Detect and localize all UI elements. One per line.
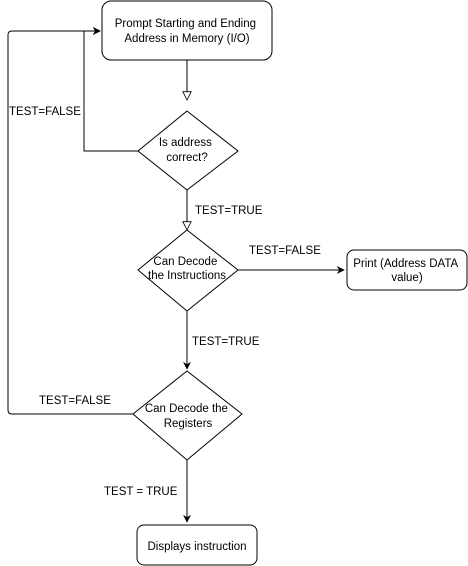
is-address-label-line-1: Is address [159,137,212,149]
print-label-line-2: value) [391,272,422,284]
edge-label-instructions-true: TEST=TRUE [192,336,260,348]
print-box [346,249,468,291]
decode-instructions-label-line-1: Can Decode [153,256,217,268]
edge-label-address-false: TEST=FALSE [9,106,81,118]
decode-registers-diamond [132,370,243,461]
prompt-box [101,0,273,61]
prompt-label-line-2: Address in Memory (I/O) [124,33,249,45]
decode-instructions-label-line-2: the Instructions [148,270,226,282]
decode-registers-label: Can Decode the Registers [145,403,231,430]
decode-instructions-diamond [137,229,239,312]
edge-label-instructions-false: TEST=FALSE [249,245,321,257]
is-address-label-line-2: correct? [166,152,208,164]
decode-registers-label-line-1: Can Decode the [145,403,228,415]
decode-registers-label-line-2: Registers [164,418,213,430]
prompt-label: Prompt Starting and Ending Address in Me… [115,18,259,45]
display-label-line-1: Displays instruction [147,541,246,553]
print-label-line-1: Print (Address DATA [353,258,458,270]
decode-instructions-label: Can Decode the Instructions [148,256,226,282]
edge-registers-false-loop [7,27,133,415]
display-box [136,524,258,566]
edge-label-registers-true: TEST = TRUE [104,486,178,498]
edge-label-address-true: TEST=TRUE [195,205,263,217]
display-label: Displays instruction [147,541,246,553]
edge-label-registers-false: TEST=FALSE [39,395,111,407]
is-address-label: Is address correct? [159,137,215,164]
print-label: Print (Address DATA value) [353,258,461,284]
prompt-label-line-1: Prompt Starting and Ending [115,18,256,30]
is-address-diamond [137,110,239,191]
